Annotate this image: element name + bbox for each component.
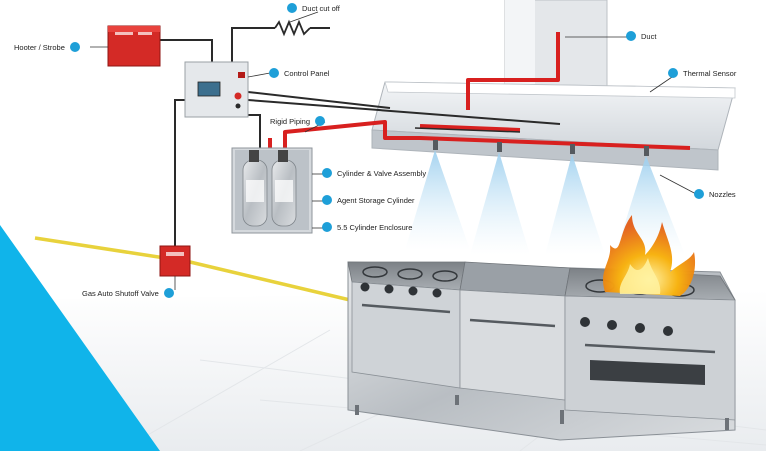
label-text: Control Panel (284, 68, 330, 78)
callout-dot-icon (694, 189, 704, 199)
label-gas-auto-shutoff-valve: Gas Auto Shutoff Valve (82, 288, 174, 298)
callout-dot-icon (322, 168, 332, 178)
nozzles-group (433, 140, 649, 156)
cooking-range (347, 261, 736, 441)
callout-dot-icon (322, 195, 332, 205)
label-text: Nozzles (709, 189, 736, 199)
label-text: Hooter / Strobe (14, 42, 65, 52)
hooter-strobe-unit (107, 25, 161, 67)
gas-shutoff-valve-box (159, 245, 191, 277)
label-duct-cut-off: Duct cut off (287, 3, 340, 13)
label-cylinder-valve-assembly: Cylinder & Valve Assembly (322, 168, 426, 178)
label-text: 5.5 Cylinder Enclosure (337, 222, 413, 232)
label-text: Cylinder & Valve Assembly (337, 168, 427, 178)
fire-flame (603, 215, 696, 296)
control-panel-box (184, 61, 249, 118)
callout-dot-icon (626, 31, 636, 41)
callout-dot-icon (163, 288, 174, 298)
gas-supply-line (34, 236, 351, 302)
label-hooter-strobe: Hooter / Strobe (14, 42, 80, 52)
label-text: Duct (641, 31, 657, 41)
callout-dot-icon (69, 42, 80, 52)
spray-cones (405, 150, 685, 255)
callout-dot-icon (287, 3, 297, 13)
corner-accent-shape (0, 225, 160, 451)
label-agent-storage-cylinder: Agent Storage Cylinder (322, 195, 415, 205)
label-thermal-sensor: Thermal Sensor (668, 68, 736, 78)
label-text: Duct cut off (302, 3, 340, 13)
sensor-line (414, 127, 521, 133)
control-wiring (160, 27, 561, 252)
rigid-piping (268, 32, 691, 150)
label-text: Agent Storage Cylinder (337, 195, 415, 205)
label-control-panel: Control Panel (269, 68, 329, 78)
callout-dot-icon (668, 68, 678, 78)
label-nozzles: Nozzles (694, 189, 736, 199)
duct-cutoff-switch (274, 19, 311, 37)
label-text: Gas Auto Shutoff Valve (82, 288, 159, 298)
cylinder-enclosure-box (231, 147, 313, 234)
label-cylinder-enclosure: 5.5 Cylinder Enclosure (322, 222, 412, 232)
label-rigid-piping: Rigid Piping (270, 116, 326, 126)
callout-dot-icon (322, 222, 332, 232)
label-duct: Duct (626, 31, 656, 41)
label-text: Thermal Sensor (683, 68, 737, 78)
label-text: Rigid Piping (270, 116, 311, 126)
callout-dot-icon (315, 116, 326, 126)
callout-dot-icon (269, 68, 279, 78)
